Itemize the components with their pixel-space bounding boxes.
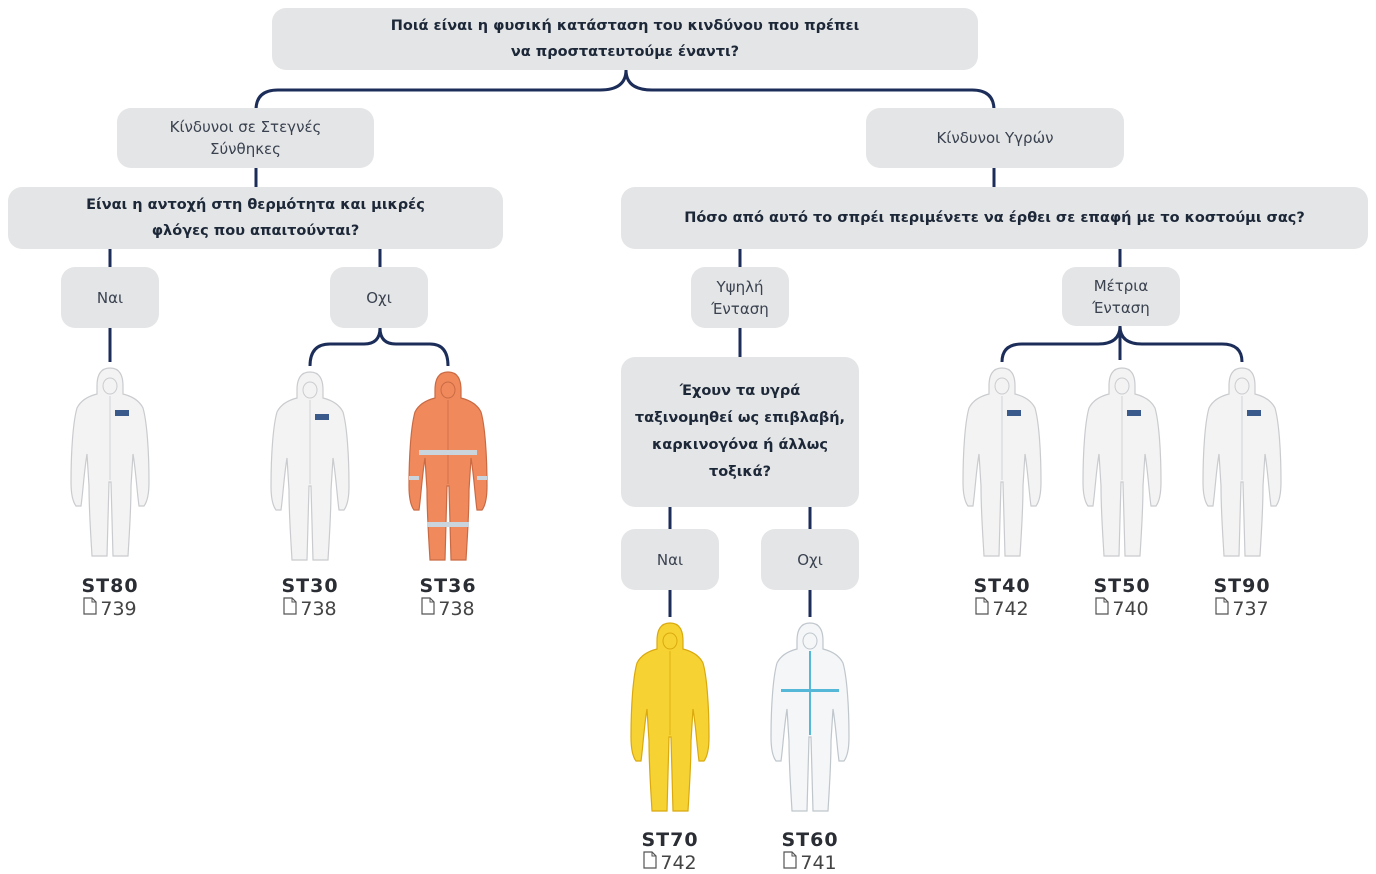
catalog-page-st60: 741 <box>760 851 860 874</box>
dry-question-line-1: Είναι η αντοχή στη θερμότητα και μικρές <box>86 197 425 213</box>
wet-no-label: Οχι <box>797 550 823 569</box>
catalog-page-number: 742 <box>992 597 1029 620</box>
catalog-page-st40: 742 <box>952 597 1052 620</box>
page-document-icon <box>283 597 297 620</box>
product-code-st40: ST40 <box>973 575 1031 597</box>
coverall-st50-image <box>1079 362 1165 566</box>
dry-hazards-line-2: Σύνθηκες <box>210 140 281 158</box>
toxic-question-line-1: Έχουν τα υγρά <box>679 383 801 399</box>
catalog-page-st70: 742 <box>620 851 720 874</box>
wet-hazards-box: Κίνδυνοι Υγρών <box>866 108 1124 168</box>
high-intensity-line-1: Υψηλή <box>716 277 764 296</box>
dry-hazards-line-1: Κίνδυνοι σε Στεγνές <box>169 118 322 136</box>
product-code-st90: ST90 <box>1213 575 1271 597</box>
wet-hazards-label: Κίνδυνοι Υγρών <box>936 129 1054 147</box>
page-document-icon <box>975 597 989 620</box>
catalog-page-number: 738 <box>300 597 337 620</box>
dry-yes-label: Ναι <box>96 288 124 307</box>
high-intensity-box: Υψηλή Ένταση <box>691 267 789 328</box>
catalog-page-number: 737 <box>1232 597 1269 620</box>
dry-question-box: Είναι η αντοχή στη θερμότητα και μικρές … <box>8 187 503 249</box>
toxic-question-line-4: τοξικά? <box>708 464 772 480</box>
wet-no-box: Οχι <box>761 529 859 590</box>
catalog-page-st90: 737 <box>1192 597 1292 620</box>
coverall-st70-image <box>627 617 713 821</box>
page-document-icon <box>643 851 657 874</box>
medium-intensity-line-2: Ένταση <box>1092 298 1150 317</box>
product-code-st80: ST80 <box>81 575 139 597</box>
page-document-icon <box>83 597 97 620</box>
product-code-st70: ST70 <box>641 829 699 851</box>
wet-yes-label: Ναι <box>656 550 684 569</box>
catalog-page-st50: 740 <box>1072 597 1172 620</box>
catalog-page-number: 742 <box>660 851 697 874</box>
wet-question-box: Πόσο από αυτό το σπρέι περιμένετε να έρθ… <box>621 187 1368 249</box>
catalog-page-number: 740 <box>1112 597 1149 620</box>
dry-hazards-box: Κίνδυνοι σε Στεγνές Σύνθηκες <box>117 108 374 168</box>
dry-no-box: Οχι <box>330 267 428 328</box>
wet-yes-box: Ναι <box>621 529 719 590</box>
root-question-line-1: Ποιά είναι η φυσική κατάσταση του κινδύν… <box>390 18 860 34</box>
catalog-page-st80: 739 <box>60 597 160 620</box>
catalog-page-st36: 738 <box>398 597 498 620</box>
product-code-st60: ST60 <box>781 829 839 851</box>
dry-no-label: Οχι <box>366 288 392 307</box>
page-document-icon <box>1215 597 1229 620</box>
product-code-st30: ST30 <box>281 575 339 597</box>
coverall-st36-image <box>405 366 491 570</box>
wet-question-label: Πόσο από αυτό το σπρέι περιμένετε να έρθ… <box>684 210 1305 226</box>
coverall-st60-image <box>767 617 853 821</box>
coverall-st40-image <box>959 362 1045 566</box>
coverall-st90-image <box>1199 362 1285 566</box>
page-document-icon <box>1095 597 1109 620</box>
catalog-page-number: 738 <box>438 597 475 620</box>
product-code-st36: ST36 <box>419 575 477 597</box>
medium-intensity-box: Μέτρια Ένταση <box>1062 267 1180 326</box>
toxic-question-box: Έχουν τα υγρά ταξινομηθεί ως επιβλαβή, κ… <box>621 357 859 507</box>
catalog-page-number: 739 <box>100 597 137 620</box>
medium-intensity-line-1: Μέτρια <box>1093 276 1149 295</box>
catalog-page-st30: 738 <box>260 597 360 620</box>
dry-question-line-2: φλόγες που απαιτούνται? <box>151 223 360 239</box>
page-document-icon <box>421 597 435 620</box>
product-code-st50: ST50 <box>1093 575 1151 597</box>
catalog-page-number: 741 <box>800 851 837 874</box>
toxic-question-line-2: ταξινομηθεί ως επιβλαβή, <box>634 410 846 426</box>
dry-yes-box: Ναι <box>61 267 159 328</box>
coverall-st30-image <box>267 366 353 570</box>
toxic-question-line-3: καρκινογόνα ή άλλως <box>651 437 829 453</box>
coverall-st80-image <box>67 362 153 566</box>
high-intensity-line-2: Ένταση <box>711 299 769 318</box>
root-question-box: Ποιά είναι η φυσική κατάσταση του κινδύν… <box>272 8 978 70</box>
page-document-icon <box>783 851 797 874</box>
root-question-line-2: να προστατευτούμε έναντι? <box>510 44 740 60</box>
